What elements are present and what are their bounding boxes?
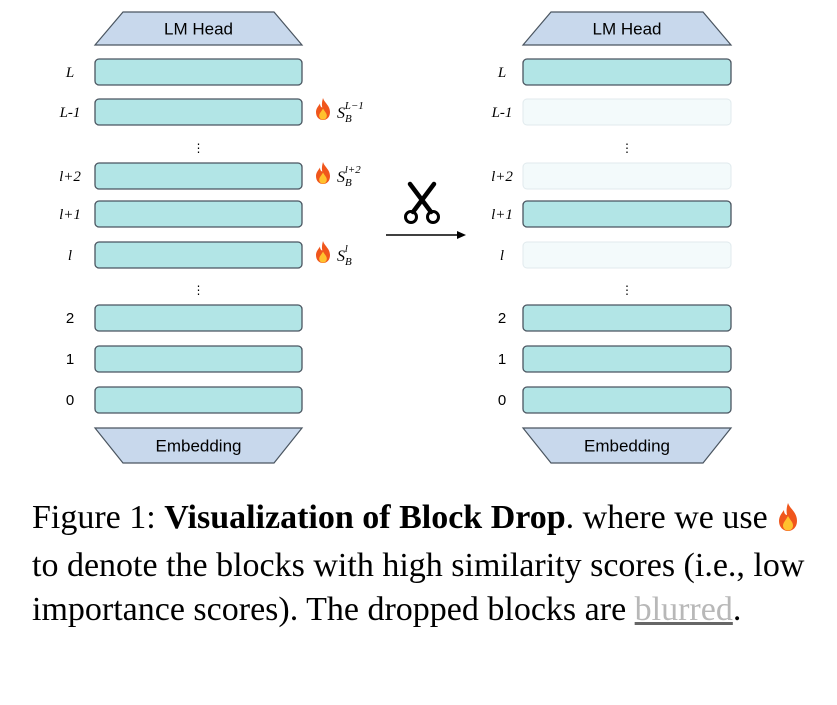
left-layer-label: l	[68, 248, 72, 264]
blurred-word: blurred	[634, 591, 733, 628]
similarity-score: SBL−1	[337, 100, 364, 125]
left-embedding	[93, 427, 304, 464]
right-layer-label: l	[500, 248, 504, 264]
left-ellipsis: ⋮	[193, 283, 205, 297]
right-dropped-block	[522, 241, 732, 269]
left-transformer-block	[94, 98, 303, 126]
right-layer-label: l+1	[491, 207, 513, 223]
left-layer-label: 1	[66, 351, 74, 368]
right-transformer-block	[522, 345, 732, 373]
flame-icon	[316, 98, 330, 120]
right-dropped-block	[522, 162, 732, 190]
left-transformer-block	[94, 304, 303, 332]
caption-end: .	[732, 591, 742, 628]
caption-text-before-icon: where we use	[582, 499, 768, 536]
right-lm-head	[521, 11, 733, 46]
right-transformer-block	[522, 58, 732, 86]
left-transformer-block	[94, 345, 303, 373]
right-transformer-block	[522, 200, 732, 228]
right-ellipsis: ⋮	[621, 141, 633, 155]
right-dropped-block	[522, 98, 732, 126]
left-transformer-block	[94, 386, 303, 414]
right-transformer-block	[522, 386, 732, 414]
flame-icon	[316, 241, 330, 263]
flame-icon	[316, 162, 330, 184]
right-layer-label: 0	[498, 392, 506, 409]
left-lm-head-label: LM Head	[164, 20, 233, 39]
left-layer-label: l+2	[59, 169, 81, 185]
arrow-head	[457, 231, 466, 239]
left-ellipsis: ⋮	[193, 141, 205, 155]
left-transformer-block	[94, 58, 303, 86]
figure-label: Figure 1:	[32, 499, 156, 536]
right-layer-label: L	[497, 65, 506, 81]
right-layer-label: L-1	[491, 105, 513, 121]
left-embedding-label: Embedding	[155, 437, 241, 456]
similarity-score: SBl	[337, 243, 352, 268]
left-transformer-block	[94, 162, 303, 190]
right-layer-label: 1	[498, 351, 506, 368]
left-layer-label: 0	[66, 392, 74, 409]
right-ellipsis: ⋮	[621, 283, 633, 297]
right-transformer-block	[522, 304, 732, 332]
left-layer-label: l+1	[59, 207, 81, 223]
left-transformer-block	[94, 241, 303, 269]
left-layer-label: 2	[66, 310, 74, 327]
caption-text-after-icon: to denote the blocks with high similarit…	[32, 547, 805, 628]
right-lm-head-label: LM Head	[593, 20, 662, 39]
left-layer-label: L-1	[59, 105, 81, 121]
left-transformer-block	[94, 200, 303, 228]
right-layer-label: l+2	[491, 169, 513, 185]
figure-title-end: .	[565, 499, 575, 536]
right-embedding	[521, 427, 733, 464]
left-layer-label: L	[65, 65, 74, 81]
scissors-icon	[404, 181, 440, 224]
similarity-score: SBl+2	[337, 164, 361, 189]
right-layer-label: 2	[498, 310, 506, 327]
left-lm-head	[93, 11, 304, 46]
figure-caption: Figure 1: Visualization of Block Drop. w…	[32, 496, 822, 632]
right-embedding-label: Embedding	[584, 437, 670, 456]
figure-title: Visualization of Block Drop	[164, 499, 566, 536]
flame-icon	[776, 500, 800, 544]
